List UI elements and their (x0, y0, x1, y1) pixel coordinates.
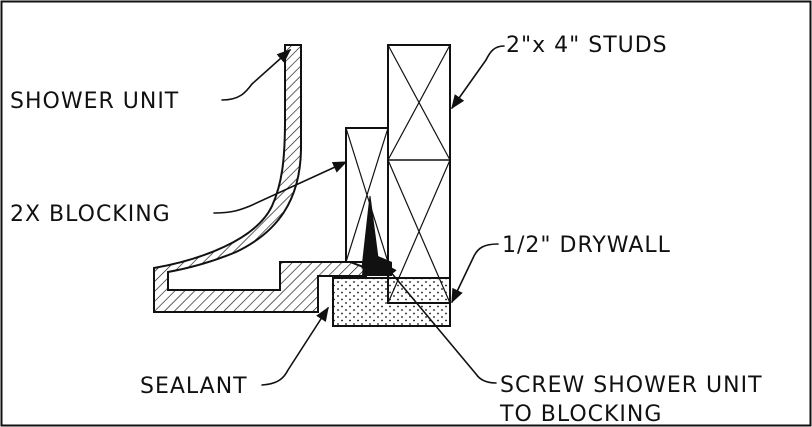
blocking-leader (213, 161, 348, 214)
studs-leader (451, 45, 505, 110)
drywall-leader (451, 243, 499, 304)
label-screw-line2: TO BLOCKING (499, 402, 662, 427)
label-drywall: 1/2" DRYWALL (502, 233, 671, 258)
label-studs: 2"x 4" STUDS (506, 33, 668, 58)
label-screw-line1: SCREW SHOWER UNIT (500, 373, 763, 398)
sealant-fill (332, 277, 451, 327)
shower-unit-profile (153, 44, 367, 313)
stud-member (387, 44, 451, 304)
screw-leader (383, 262, 497, 384)
label-sealant: SEALANT (140, 374, 248, 399)
shower-unit-leader (221, 49, 292, 101)
blocking-member (345, 127, 389, 263)
label-shower-unit: SHOWER UNIT (10, 89, 179, 114)
label-blocking: 2X BLOCKING (10, 202, 171, 227)
sealant-leader (261, 306, 329, 386)
